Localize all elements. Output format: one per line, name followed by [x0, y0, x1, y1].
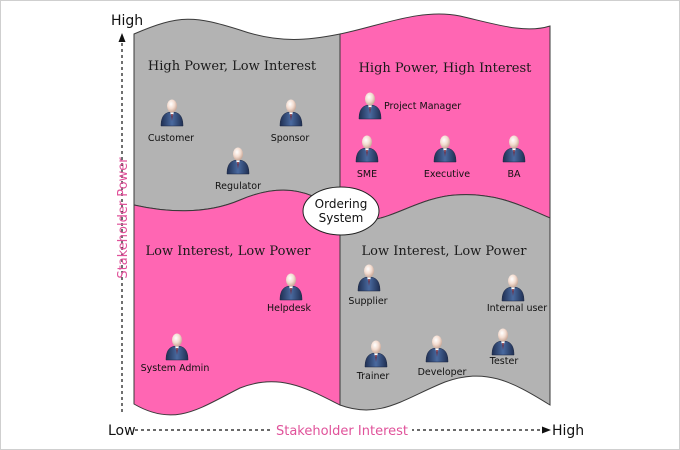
stakeholder-label: BA [507, 169, 521, 180]
stakeholder-tester: Tester [489, 328, 519, 367]
stakeholder-trainer: Trainer [356, 340, 390, 382]
arrow-right-icon [542, 426, 551, 434]
stakeholder-internal-user: Internal user [487, 274, 547, 314]
stakeholder-label: Helpdesk [267, 303, 311, 314]
stakeholder-sponsor: Sponsor [271, 99, 310, 144]
stakeholder-project-manager: Project Manager [358, 92, 461, 120]
stakeholder-label: System Admin [141, 363, 210, 374]
stakeholder-developer: Developer [418, 335, 467, 378]
quadrant-title-top-left: High Power, Low Interest [148, 59, 317, 74]
stakeholder-executive: Executive [424, 135, 470, 180]
stakeholder-label: Trainer [356, 371, 390, 382]
stakeholder-regulator: Regulator [215, 147, 261, 192]
stakeholder-label: Customer [148, 133, 194, 144]
x-axis-high-label: High [552, 423, 584, 439]
stakeholder-system-admin: System Admin [141, 333, 210, 374]
stakeholder-label: Developer [418, 367, 467, 378]
stakeholder-label: Supplier [348, 296, 387, 307]
stakeholder-ba: BA [502, 135, 526, 180]
quadrant-title-bottom-left: Low Interest, Low Power [145, 244, 311, 259]
quadrant-title-top-right: High Power, High Interest [359, 61, 533, 76]
stakeholder-label: Internal user [487, 303, 547, 314]
stakeholder-helpdesk: Helpdesk [267, 273, 311, 314]
y-axis: High Stakeholder Power [111, 13, 143, 412]
center-label-line2: System [319, 211, 364, 225]
x-axis-title: Stakeholder Interest [276, 424, 408, 439]
stakeholder-label: Sponsor [271, 133, 310, 144]
stakeholder-supplier: Supplier [348, 264, 388, 307]
y-axis-high-label: High [111, 13, 143, 29]
stakeholder-sme: SME [355, 135, 379, 180]
stakeholder-label: Project Manager [384, 101, 461, 112]
quadrant-bottom-right [339, 194, 551, 411]
stakeholder-label: SME [357, 169, 377, 180]
y-axis-title: Stakeholder Power [116, 157, 131, 279]
stakeholder-label: Regulator [215, 181, 261, 192]
stakeholder-label: Tester [489, 356, 519, 367]
stakeholder-label: Executive [424, 169, 470, 180]
quadrant-title-bottom-right: Low Interest, Low Power [361, 244, 527, 259]
x-axis-low-label: Low [108, 423, 136, 439]
x-axis: Low High Stakeholder Interest [108, 420, 584, 440]
center-system-node: Ordering System [302, 186, 380, 236]
center-label-line1: Ordering [315, 197, 368, 211]
arrow-up-icon [118, 33, 126, 42]
stakeholder-customer: Customer [148, 99, 194, 144]
